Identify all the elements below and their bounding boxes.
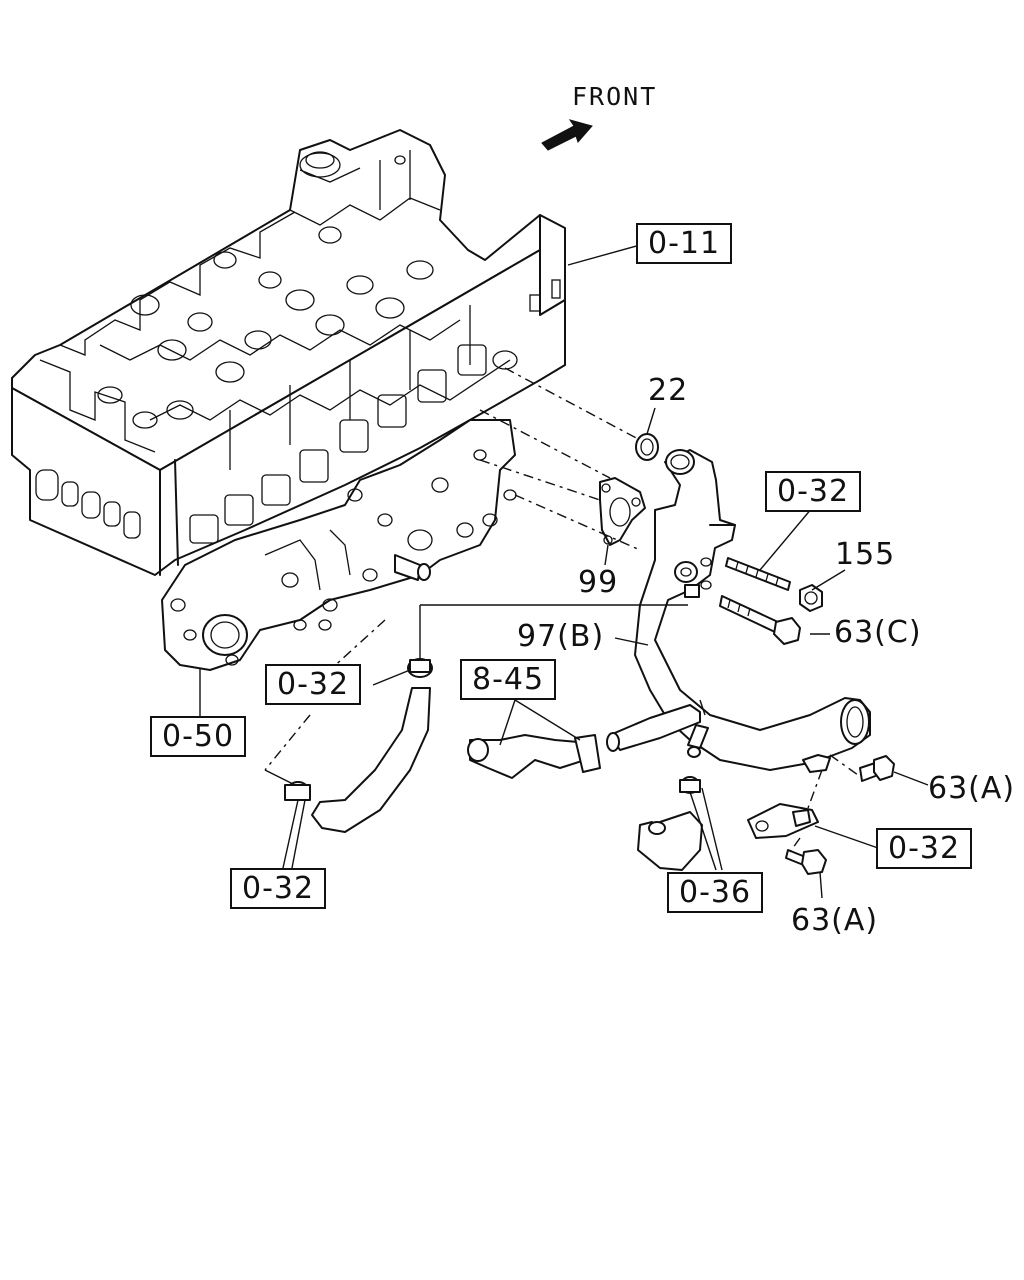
front-arrow-icon	[541, 119, 593, 151]
hose-upper-left	[284, 658, 433, 833]
part-label-oring: 22	[648, 373, 689, 408]
bolt-a-lower	[785, 849, 827, 875]
gasket-part	[599, 477, 646, 546]
leader-lines	[199, 244, 929, 899]
cylinder-head	[11, 129, 566, 576]
bracket-plate	[747, 803, 819, 839]
nut-part	[799, 584, 823, 612]
water-outlet-housing	[161, 419, 517, 671]
part-label-bolt-c: 63(C)	[834, 615, 922, 650]
water-pipe	[606, 449, 871, 773]
ref-box-left-bottom-hose[interactable]: 0-32	[230, 868, 327, 909]
part-label-bolt-a-upper: 63(A)	[928, 771, 1016, 806]
front-direction-label: FRONT	[572, 82, 658, 111]
oring-part	[635, 433, 659, 461]
stud-bolt	[725, 557, 791, 591]
part-label-pipe: 97(B)	[517, 619, 605, 654]
ref-box-head[interactable]: 0-11	[636, 223, 733, 264]
bolt-a-upper	[859, 755, 895, 782]
ref-box-pipe-small[interactable]: 8-45	[460, 659, 557, 700]
ref-box-left-hose[interactable]: 0-32	[265, 664, 362, 705]
hose-8-45	[467, 734, 601, 779]
part-label-nut: 155	[835, 537, 896, 572]
ref-box-lower-hose[interactable]: 0-36	[667, 872, 764, 913]
hose-lower	[637, 776, 703, 871]
part-label-bolt-a-lower: 63(A)	[791, 903, 879, 938]
part-label-gasket: 99	[578, 565, 619, 600]
ref-box-bracket-bottom[interactable]: 0-50	[150, 716, 247, 757]
ref-box-gasket-bolt[interactable]: 0-32	[765, 471, 862, 512]
ref-box-bracket-right[interactable]: 0-32	[876, 828, 973, 869]
bolt-c	[719, 595, 801, 645]
